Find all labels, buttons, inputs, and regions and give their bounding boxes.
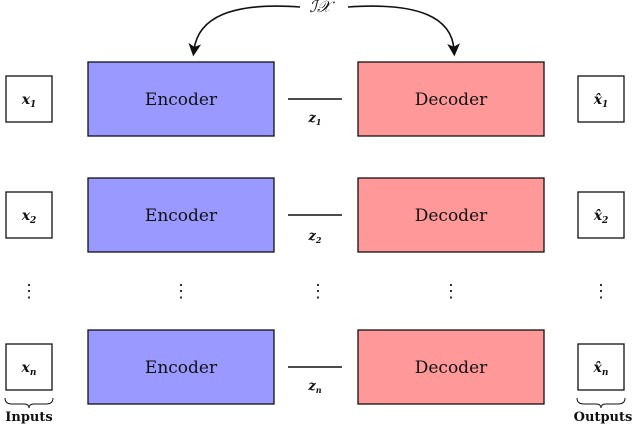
- decoder-box-1: [357, 61, 545, 137]
- inputs-label: Inputs: [5, 410, 52, 425]
- output-label-n: x̂n: [593, 360, 609, 378]
- latent-label-n: zn: [307, 379, 321, 395]
- decoder-box-n: [357, 329, 545, 405]
- arrow-to-encoder: [188, 5, 301, 57]
- input-label-2: x2: [21, 208, 37, 226]
- input-label-1: x1: [21, 92, 37, 110]
- latent-label-2: z2: [308, 229, 322, 245]
- shared-info-label: ℐ𝒳: [309, 0, 336, 16]
- encoder-box-1: [87, 61, 275, 137]
- arrow-to-decoder: [347, 5, 460, 57]
- input-box-n: [5, 343, 53, 391]
- decoder-label-2: Decoder: [415, 206, 488, 226]
- encoder-label-2: Encoder: [145, 206, 218, 226]
- output-label-2: x̂2: [593, 208, 609, 226]
- ellipsis-inputs: ⋮: [20, 281, 38, 302]
- ellipsis-row: ⋮ ⋮ ⋮ ⋮ ⋮: [20, 281, 610, 302]
- ellipsis-decoders: ⋮: [442, 281, 460, 302]
- ellipsis-outputs: ⋮: [592, 281, 610, 302]
- output-box-1: [577, 75, 625, 123]
- ellipsis-encoders: ⋮: [172, 281, 190, 302]
- latent-label-1: z1: [308, 111, 322, 127]
- encoder-label-n: Encoder: [145, 358, 218, 378]
- decoder-label-1: Decoder: [415, 90, 488, 110]
- output-label-1: x̂1: [593, 92, 609, 110]
- outputs-brace: [576, 397, 626, 409]
- input-box-2: [5, 191, 53, 239]
- row-1: x1 Encoder z1 Decoder x̂1: [5, 61, 625, 137]
- encoder-label-1: Encoder: [145, 90, 218, 110]
- decoder-box-2: [357, 177, 545, 253]
- output-box-n: [577, 343, 625, 391]
- inputs-brace-group: Inputs: [4, 397, 54, 425]
- shared-info-group: ℐ𝒳: [188, 0, 460, 57]
- encoder-box-2: [87, 177, 275, 253]
- inputs-brace: [4, 397, 54, 409]
- output-box-2: [577, 191, 625, 239]
- row-2: x2 Encoder z2 Decoder x̂2: [5, 177, 625, 253]
- ellipsis-latents: ⋮: [309, 281, 327, 302]
- input-label-n: xn: [21, 360, 37, 378]
- encoder-box-n: [87, 329, 275, 405]
- decoder-label-n: Decoder: [415, 358, 488, 378]
- row-n: xn Encoder zn Decoder x̂n: [5, 329, 625, 405]
- outputs-label: Outputs: [574, 410, 633, 425]
- outputs-brace-group: Outputs: [574, 397, 633, 425]
- input-box-1: [5, 75, 53, 123]
